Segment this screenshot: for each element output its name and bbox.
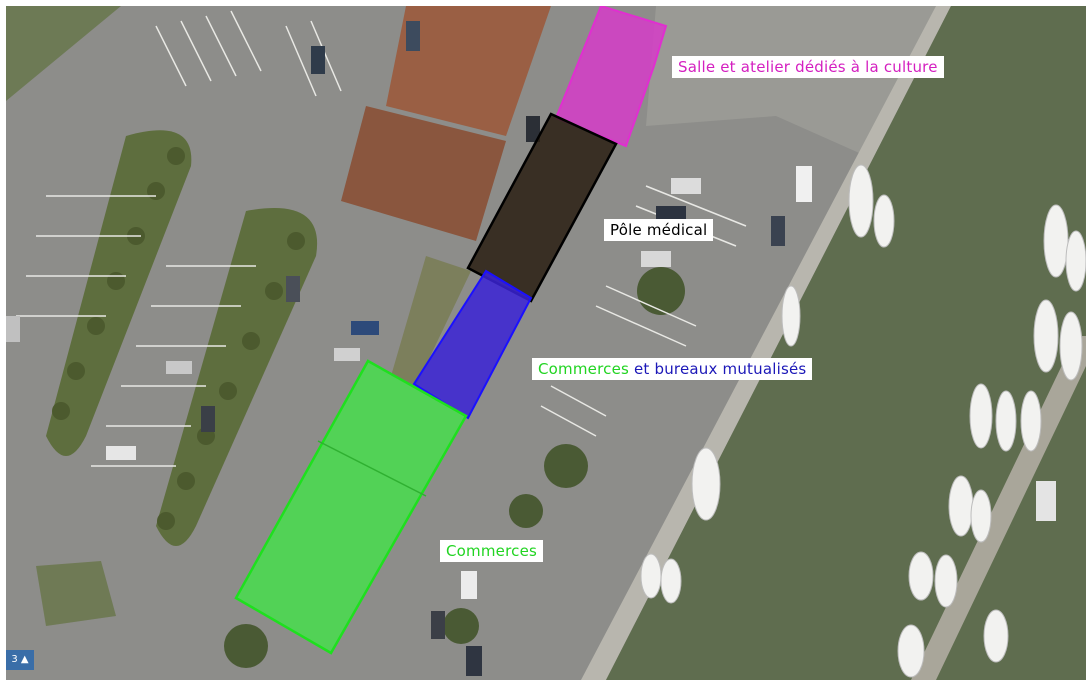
label-shops-text: Commerces bbox=[446, 542, 538, 560]
label-medical-text: Pôle médical bbox=[610, 221, 708, 239]
label-shops-offices: Commerces et bureaux mutualisés bbox=[532, 358, 813, 380]
trees-car-park-right bbox=[224, 267, 685, 668]
label-culture: Salle et atelier dédiés à la culture bbox=[672, 56, 944, 78]
label-medical: Pôle médical bbox=[604, 219, 714, 241]
garden-area bbox=[391, 256, 471, 386]
zone-shops[interactable] bbox=[234, 359, 468, 655]
trees-row-2 bbox=[157, 232, 305, 530]
boats bbox=[640, 164, 1086, 678]
concrete-lot bbox=[646, 6, 936, 156]
parked-cars bbox=[6, 21, 1056, 676]
label-shops-offices-part1: Commerces bbox=[538, 360, 630, 378]
zone-culture[interactable] bbox=[554, 6, 668, 148]
zone-shops-division bbox=[317, 440, 427, 497]
aerial-photo bbox=[6, 6, 1086, 680]
grass-area-top-left bbox=[6, 6, 121, 101]
roof-building-1 bbox=[386, 6, 551, 136]
roundabout bbox=[36, 561, 116, 626]
layer-badge[interactable]: 3 ▲ bbox=[6, 650, 34, 670]
parking-lines bbox=[16, 10, 747, 467]
label-shops-offices-part2: et bureaux mutualisés bbox=[634, 360, 807, 378]
zone-medical[interactable] bbox=[466, 112, 618, 303]
roof-building-2 bbox=[341, 106, 506, 241]
trees-row-1 bbox=[52, 147, 185, 420]
label-shops: Commerces bbox=[440, 540, 544, 562]
aerial-map[interactable]: Salle et atelier dédiés à la culture Pôl… bbox=[6, 6, 1086, 680]
zone-shops-offices[interactable] bbox=[412, 269, 533, 420]
label-culture-text: Salle et atelier dédiés à la culture bbox=[678, 58, 938, 76]
